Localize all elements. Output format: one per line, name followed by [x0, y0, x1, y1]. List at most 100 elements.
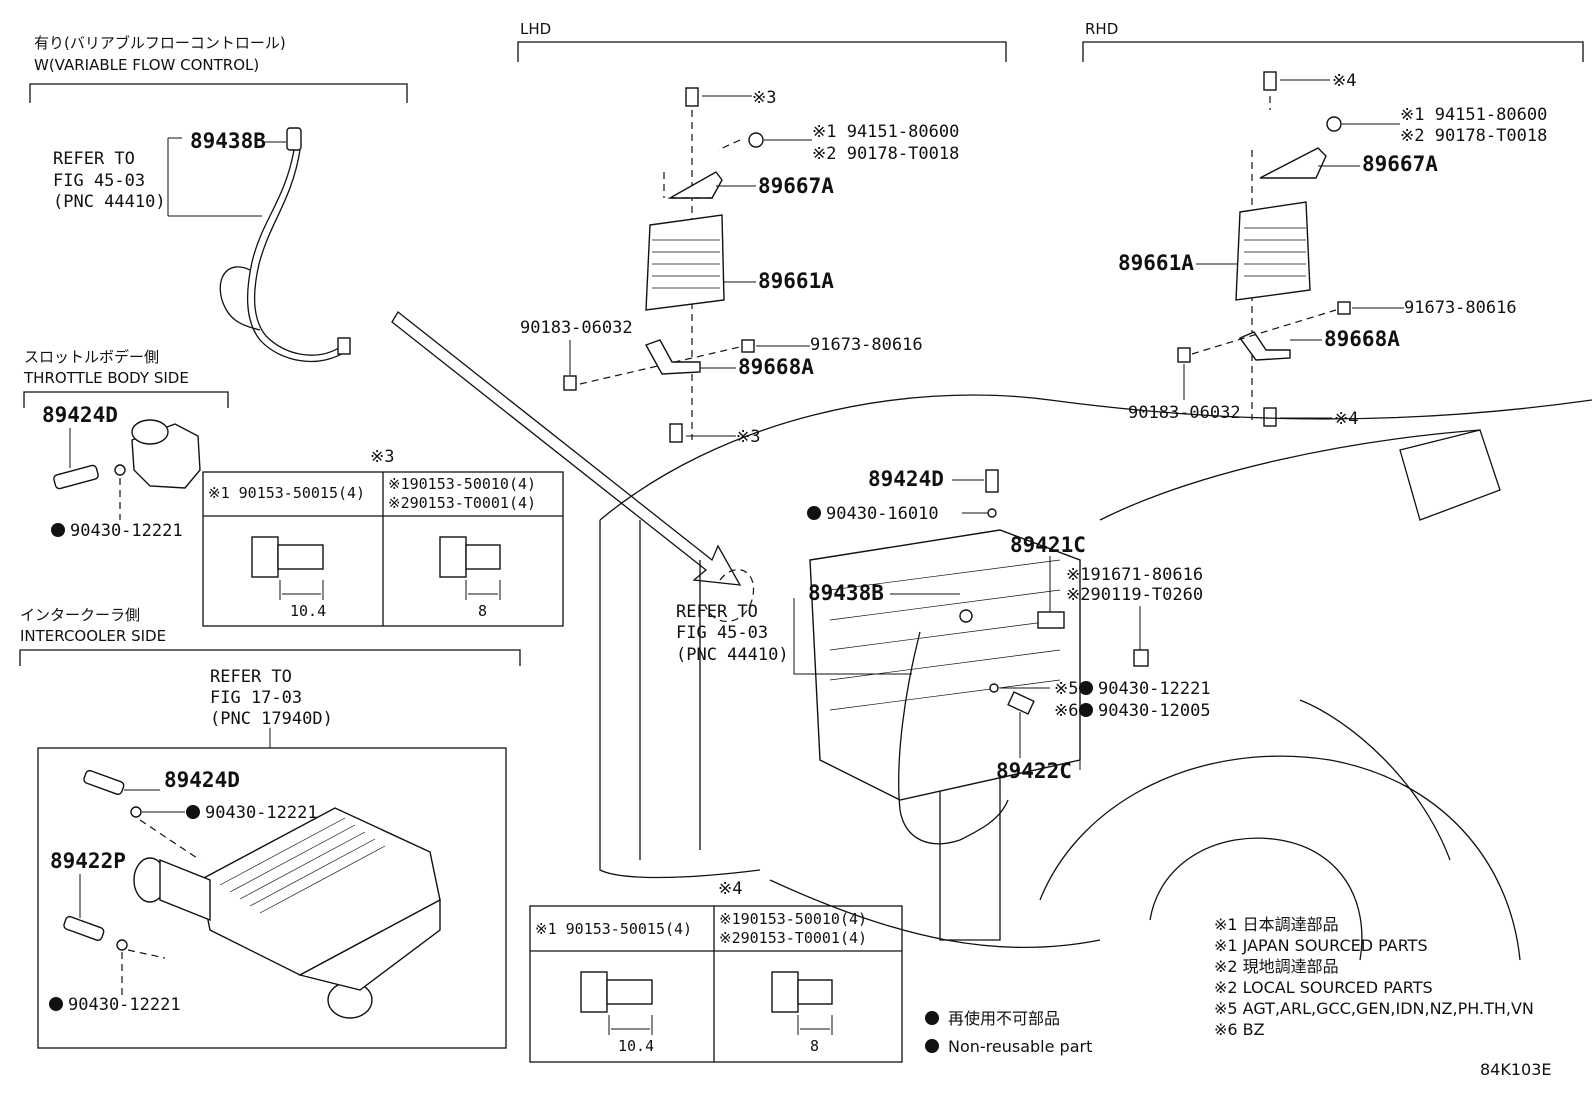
bolt-shank-icon-a [277, 544, 324, 570]
legend: 再使用不可部品 Non-reusable part [925, 1009, 1092, 1056]
table3-right2: ※290153-T0001(4) [388, 494, 536, 512]
pointer-target-dash [704, 569, 755, 622]
lhd-bolt-bottom-icon [669, 423, 683, 443]
ic-temp-sensor-icon [83, 769, 125, 795]
grille-lines [639, 520, 701, 860]
dim-line-c [608, 1015, 653, 1035]
bolt-shank-icon-c [606, 979, 653, 1005]
refer-1703-l1: REFER TO [210, 667, 292, 687]
source-notes: ※1 日本調達部品 ※1 JAPAN SOURCED PARTS ※2 現地調達… [1214, 915, 1534, 1039]
lhd-header: LHD [520, 20, 551, 38]
lhd-94151[interactable]: ※1 94151-80600 [812, 122, 959, 142]
table4-dim-left: 10.4 [618, 1037, 654, 1055]
note-5: ※5 AGT,ARL,GCC,GEN,IDN,NZ,PH.TH,VN [1214, 999, 1534, 1018]
lhd-screw-icon [741, 339, 755, 353]
table4-frame [529, 905, 903, 1063]
lhd-89667A[interactable]: 89667A [758, 174, 834, 198]
intercooler-header-jp: インタークーラ側 [20, 606, 140, 624]
nonreusable-dot-ic2 [49, 997, 63, 1011]
eng-harness-cable [898, 631, 961, 845]
part-90430-12221-ic2[interactable]: 90430-12221 [68, 995, 181, 1015]
lhd-ref3-top: ※3 [752, 88, 776, 108]
lhd-section: LHD [517, 20, 1007, 62]
table4-right1: ※190153-50010(4) [719, 910, 867, 928]
eng-harness-plug-icon [959, 609, 973, 623]
refer-mid-l2: FIG 45-03 [676, 623, 768, 643]
nonreusable-dot-eng2 [1079, 681, 1093, 695]
eng-pressure-sensor-icon [1007, 691, 1035, 715]
harness-loop [219, 266, 261, 331]
lhd-ref3-bot: ※3 [736, 427, 760, 447]
figure-code: 84K103E [1480, 1060, 1552, 1079]
rhd-bracket-top-icon [1259, 147, 1327, 179]
eng-89438B[interactable]: 89438B [808, 581, 884, 605]
eng-gasket-icon [987, 508, 997, 518]
legend-dot-1 [925, 1011, 939, 1025]
gasket-ic1-icon [130, 806, 142, 818]
eng-89422C[interactable]: 89422C [996, 759, 1072, 783]
eng-89424D[interactable]: 89424D [868, 467, 944, 491]
fender-line [1299, 699, 1451, 861]
front-face [599, 520, 761, 879]
lhd-ecu-group: ※3 ※1 94151-80600 ※2 90178-T0018 89667A … [520, 87, 959, 447]
lhd-bolt-top-icon [685, 87, 699, 107]
eng-harness-tail [959, 799, 1009, 841]
throttle-inlet-icon [131, 419, 169, 445]
lhd-90178[interactable]: ※2 90178-T0018 [812, 144, 959, 164]
eng-90430-16010[interactable]: 90430-16010 [826, 504, 939, 524]
eng-90430-12005[interactable]: 90430-12005 [1098, 701, 1211, 721]
vfc-header-en: W(VARIABLE FLOW CONTROL) [34, 56, 259, 74]
rhd-clip-icon [1177, 347, 1191, 363]
rhd-90183[interactable]: 90183-06032 [1128, 403, 1241, 423]
lhd-nut-dash [717, 139, 741, 151]
throttle-section: スロットルボデー側 THROTTLE BODY SIDE 89424D 9043… [23, 348, 229, 541]
vfc-bracket [29, 83, 408, 103]
eng-ref5: ※5 [1054, 679, 1078, 699]
part-90430-12221-ic1[interactable]: 90430-12221 [205, 803, 318, 823]
eng-90430-12221[interactable]: 90430-12221 [1098, 679, 1211, 699]
rhd-bracket [1082, 41, 1584, 62]
lhd-91673[interactable]: 91673-80616 [810, 335, 923, 355]
part-89424D-tb[interactable]: 89424D [42, 403, 118, 427]
leader-eng-gaskets [1000, 687, 1081, 770]
lhd-ecu-lines [652, 239, 720, 289]
refer-top-l1: REFER TO [53, 149, 135, 169]
lhd-89661A[interactable]: 89661A [758, 269, 834, 293]
rhd-89661A[interactable]: 89661A [1118, 251, 1194, 275]
throttle-bracket [23, 391, 229, 408]
rhd-89668A[interactable]: 89668A [1324, 327, 1400, 351]
table4-right2: ※290153-T0001(4) [719, 929, 867, 947]
vfc-header-jp: 有り(バリアブルフローコントロール) [34, 34, 286, 52]
throttle-header-en: THROTTLE BODY SIDE [23, 369, 189, 387]
lhd-90183[interactable]: 90183-06032 [520, 318, 633, 338]
part-89438B-top[interactable]: 89438B [190, 129, 266, 153]
rhd-90178[interactable]: ※2 90178-T0018 [1400, 126, 1547, 146]
eng-90119[interactable]: ※290119-T0260 [1066, 585, 1203, 605]
temp-sensor-icon [53, 464, 99, 490]
rhd-ref4-top: ※4 [1332, 71, 1356, 91]
table3-left: ※1 90153-50015(4) [208, 484, 365, 502]
bolt-flange-icon-a [251, 536, 279, 578]
legend-en: Non-reusable part [948, 1037, 1092, 1056]
rhd-94151[interactable]: ※1 94151-80600 [1400, 105, 1547, 125]
rhd-screw-icon [1337, 301, 1351, 315]
eng-91671[interactable]: ※191671-80616 [1066, 565, 1203, 585]
eng-89421C[interactable]: 89421C [1010, 533, 1086, 557]
nonreusable-dot-eng1 [807, 506, 821, 520]
rhd-91673[interactable]: 91673-80616 [1404, 298, 1517, 318]
intercooler-bracket [19, 649, 521, 666]
part-89422P[interactable]: 89422P [50, 849, 126, 873]
lhd-bracket-top-dash [663, 172, 716, 199]
rhd-89667A[interactable]: 89667A [1362, 152, 1438, 176]
harness-cable [246, 149, 349, 363]
throttle-header-jp: スロットルボデー側 [24, 348, 159, 366]
rhd-ecu-lines [1244, 227, 1306, 277]
dim-line-a [279, 580, 324, 600]
lhd-89668A[interactable]: 89668A [738, 355, 814, 379]
part-89424D-ic[interactable]: 89424D [164, 768, 240, 792]
engine-detail-lines [829, 559, 1061, 711]
gasket-tb-icon [114, 464, 126, 476]
part-90430-12221-tb[interactable]: 90430-12221 [70, 521, 183, 541]
nonreusable-dot-tb [51, 523, 65, 537]
